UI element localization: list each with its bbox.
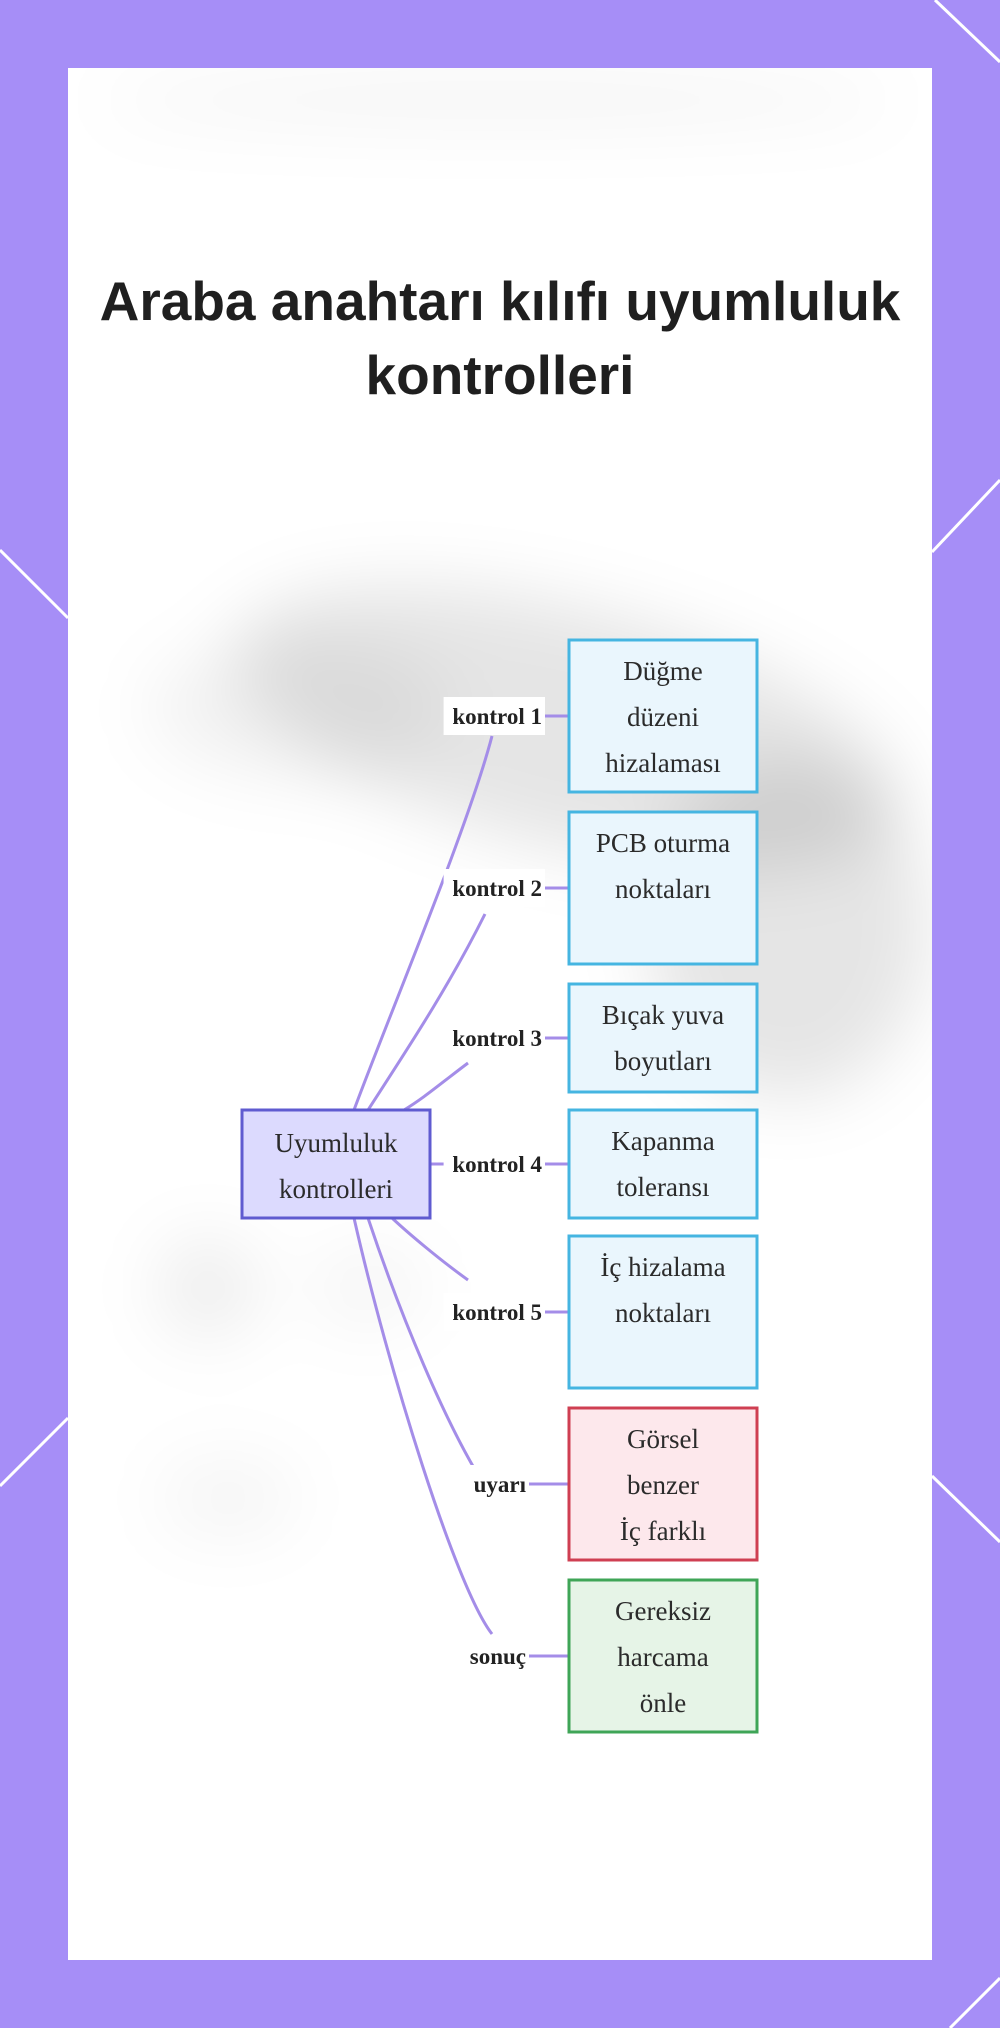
edge-line-7 bbox=[352, 1217, 494, 1635]
node-warning-6: Görsel benzer İç farklı bbox=[567, 1406, 759, 1562]
node-check-4: Kapanma toleransı bbox=[567, 1108, 759, 1220]
node-text-6-3: İç farklı bbox=[620, 1516, 706, 1546]
node-text-1-3: hizalaması bbox=[605, 748, 720, 778]
center-node-text-1: Uyumluluk bbox=[274, 1128, 398, 1158]
node-check-3: Bıçak yuva boyutları bbox=[567, 982, 759, 1094]
node-text-7-3: önle bbox=[640, 1688, 687, 1718]
diagram-card: Araba anahtarı kılıfı uyumluluk kontroll… bbox=[68, 68, 932, 1960]
diagram-title-line-1: Araba anahtarı kılıfı uyumluluk bbox=[99, 270, 901, 332]
edge-label-bg-1 bbox=[443, 697, 545, 735]
edge-line-3 bbox=[403, 1061, 469, 1112]
node-box-5 bbox=[567, 1234, 759, 1390]
edge-label-7: sonuç bbox=[470, 1644, 526, 1669]
node-text-7-2: harcama bbox=[617, 1642, 708, 1672]
center-node-box bbox=[240, 1108, 432, 1220]
node-check-2: PCB oturma noktaları bbox=[567, 810, 759, 966]
diagram-title-line-2: kontrolleri bbox=[365, 344, 635, 406]
node-check-5: İç hizalama noktaları bbox=[567, 1234, 759, 1390]
edge-label-bg-5 bbox=[443, 1293, 545, 1331]
edges bbox=[352, 714, 569, 1658]
edge-label-2: kontrol 2 bbox=[452, 876, 542, 901]
node-text-5-2: noktaları bbox=[615, 1298, 711, 1328]
edge-label-bg-7 bbox=[470, 1637, 529, 1675]
edge-label-bg-6 bbox=[470, 1465, 529, 1503]
node-box-7 bbox=[567, 1578, 759, 1734]
edge-line-1 bbox=[352, 735, 494, 1111]
node-text-7-1: Gereksiz bbox=[615, 1596, 711, 1626]
node-result-7: Gereksiz harcama önle bbox=[567, 1578, 759, 1734]
edge-line-6 bbox=[366, 1217, 492, 1495]
node-text-1-2: düzeni bbox=[627, 702, 699, 732]
node-box-1 bbox=[567, 638, 759, 794]
edge-label-bg-3 bbox=[443, 1019, 545, 1057]
center-node: Uyumluluk kontrolleri bbox=[240, 1108, 432, 1220]
diagram-title: Araba anahtarı kılıfı uyumluluk kontroll… bbox=[68, 264, 932, 412]
node-text-3-2: boyutları bbox=[614, 1046, 711, 1076]
edge-line-5 bbox=[390, 1216, 469, 1282]
center-node-text-2: kontrolleri bbox=[279, 1174, 393, 1204]
edge-label-5: kontrol 5 bbox=[452, 1300, 542, 1325]
node-box-2 bbox=[567, 810, 759, 966]
edge-label-bg-4 bbox=[443, 1145, 545, 1183]
edge-line-2 bbox=[366, 913, 487, 1111]
node-text-2-1: PCB oturma bbox=[596, 828, 730, 858]
edge-label-4: kontrol 4 bbox=[452, 1152, 542, 1177]
node-box-6 bbox=[567, 1406, 759, 1562]
node-text-1-1: Düğme bbox=[623, 656, 703, 686]
node-text-3-1: Bıçak yuva bbox=[602, 1000, 724, 1030]
node-text-2-2: noktaları bbox=[615, 874, 711, 904]
node-box-3 bbox=[567, 982, 759, 1094]
edge-label-6: uyarı bbox=[474, 1472, 527, 1497]
node-text-6-1: Görsel bbox=[627, 1424, 699, 1454]
node-check-1: Düğme düzeni hizalaması bbox=[567, 638, 759, 794]
node-text-4-2: toleransı bbox=[617, 1172, 710, 1202]
node-box-4 bbox=[567, 1108, 759, 1220]
mindmap-diagram: kontrol 1 kontrol 2 kontrol 3 kontrol 4 kont… bbox=[240, 638, 759, 1734]
edge-labels: kontrol 1 kontrol 2 kontrol 3 kontrol 4 kont… bbox=[443, 697, 545, 1675]
node-text-6-2: benzer bbox=[627, 1470, 699, 1500]
node-text-5-1: İç hizalama bbox=[600, 1252, 725, 1282]
edge-label-1: kontrol 1 bbox=[452, 704, 542, 729]
edge-label-bg-2 bbox=[443, 869, 545, 907]
node-text-4-1: Kapanma bbox=[611, 1126, 714, 1156]
edge-label-3: kontrol 3 bbox=[452, 1026, 542, 1051]
